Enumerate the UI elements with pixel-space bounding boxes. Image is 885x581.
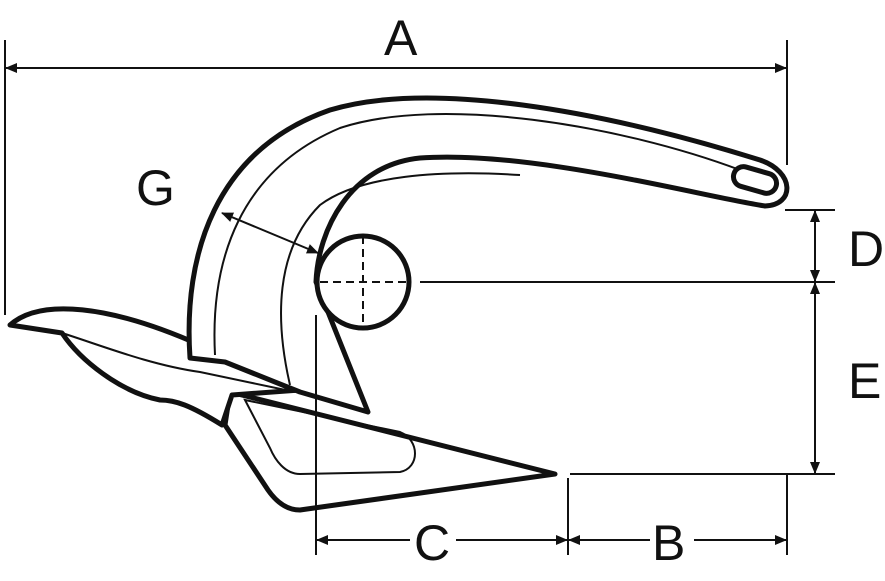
label-b: B [652, 515, 685, 571]
label-c: C [414, 515, 450, 571]
dimension-g-arrow [221, 212, 319, 254]
anchor-shank [186, 95, 790, 415]
pivot-circle [314, 233, 412, 331]
label-a: A [384, 10, 418, 66]
label-d: D [848, 221, 884, 277]
label-e: E [848, 353, 881, 409]
extension-lines [4, 40, 835, 555]
shackle-hole [730, 164, 780, 196]
label-g: G [136, 160, 175, 216]
anchor-fluke [7, 306, 558, 513]
